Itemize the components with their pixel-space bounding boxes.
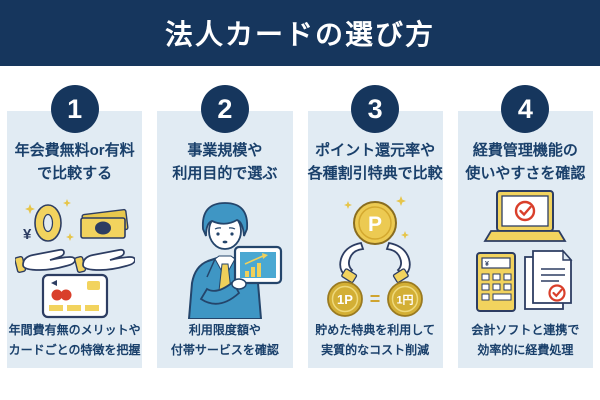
point-coin-icon: P (353, 201, 398, 245)
sparkle-icon (396, 196, 407, 206)
open-hand-icon (14, 248, 76, 274)
banknote-icon (79, 208, 129, 239)
step-title-2: 事業規模や 利用目的で選ぶ (172, 140, 277, 185)
cupping-hand-icon (385, 241, 411, 284)
open-hand-icon (73, 248, 135, 274)
step-title-2-line2: 利用目的で選ぶ (172, 164, 278, 182)
step-title-2-line1: 事業規模や (187, 142, 263, 159)
eye (216, 232, 220, 236)
sparkle-icon (344, 201, 353, 209)
step-column-3: 3 ポイント還元率や 各種割引特典で比較 P (307, 85, 443, 368)
one-point-label: 1P (337, 292, 353, 307)
page-title: 法人カードの選び方 (164, 19, 435, 50)
step-title-4: 経費管理機能の 使いやすさを確認 (465, 140, 585, 185)
cupping-hand-icon (339, 241, 365, 284)
hair (201, 202, 248, 237)
expense-tools-illustration: ¥ (476, 190, 573, 312)
laptop-checkmark-icon (483, 190, 567, 242)
step-title-1-line1: 年会費無料or有料 (14, 142, 135, 159)
one-yen-coin-icon: 1円 (387, 281, 424, 317)
documents-checkmark-icon (524, 249, 573, 310)
calculator-yen-label: ¥ (485, 261, 489, 268)
step-title-3-line1: ポイント還元率や (315, 142, 436, 159)
one-yen-label: 1円 (397, 294, 414, 307)
point-letter-label: P (368, 213, 382, 236)
step-title-4-line2: 使いやすさを確認 (465, 164, 586, 182)
step-caption-3-line2: 実質的なコスト削減 (321, 343, 430, 358)
step-caption-3: 貯めた特典を利用して 実質的なコスト削減 (308, 321, 443, 361)
tablet-with-chart-icon (231, 245, 282, 290)
step-title-1-line2: で比較する (37, 164, 113, 182)
calculator-icon: ¥ (476, 252, 517, 312)
zero-coin-hole (42, 213, 53, 233)
step-caption-3-line1: 貯めた特典を利用して (315, 323, 435, 338)
holding-hand (231, 278, 247, 290)
step-caption-4-line1: 会計ソフトと連携で (471, 323, 580, 338)
yen-symbol-label: ¥ (23, 226, 32, 243)
header-banner: 法人カードの選び方 (0, 0, 600, 66)
step-caption-4-line2: 効率的に経費処理 (477, 343, 574, 358)
step-column-2: 2 事業規模や 利用目的で選ぶ (157, 85, 293, 368)
equals-sign: = (370, 289, 381, 309)
step-title-3-line2: 各種割引特典で比較 (307, 164, 443, 182)
step-caption-2-line1: 利用限度額や (188, 323, 261, 338)
step-title-4-line1: 経費管理機能の (472, 142, 578, 159)
step-caption-2-line2: 付帯サービスを確認 (170, 343, 279, 358)
businessman-tablet-illustration (187, 202, 282, 319)
eye (230, 232, 234, 236)
sparkle-icon (24, 204, 35, 214)
step-title-3: ポイント還元率や 各種割引特典で比較 (308, 140, 443, 185)
step-number-badge-4: 4 (501, 85, 550, 133)
point-coin-hands-illustration: P 1P = (327, 196, 424, 317)
steps-row: 1 年会費無料or有料 で比較する ¥ (7, 85, 593, 368)
step-number-badge-1: 1 (50, 85, 99, 133)
step-caption-1: 年間費有無のメリットや カードごとの特徴を把握 (7, 321, 142, 361)
step-title-1: 年会費無料or有料 で比較する (15, 140, 135, 185)
step-caption-2: 利用限度額や 付帯サービスを確認 (157, 321, 292, 361)
one-point-coin-icon: 1P (327, 281, 364, 317)
step-caption-1-line2: カードごとの特徴を把握 (8, 343, 141, 358)
step-caption-4: 会計ソフトと連携で 効率的に経費処理 (458, 321, 593, 361)
credit-card-icon (41, 273, 108, 319)
step-number-badge-2: 2 (200, 85, 249, 133)
step-number-badge-3: 3 (351, 85, 400, 133)
sparkle-icon (65, 233, 74, 241)
step-column-4: 4 経費管理機能の 使いやすさを確認 ¥ (457, 85, 593, 368)
hands-money-credit-card-illustration: ¥ (14, 199, 135, 319)
step-caption-1-line1: 年間費有無のメリットや (8, 323, 141, 338)
step-column-1: 1 年会費無料or有料 で比較する ¥ (7, 85, 143, 368)
sparkle-icon (62, 199, 71, 207)
sparkle-icon (401, 231, 410, 239)
eyebrows (214, 227, 236, 230)
mouth (222, 240, 228, 244)
step-panel-1 (7, 111, 143, 368)
